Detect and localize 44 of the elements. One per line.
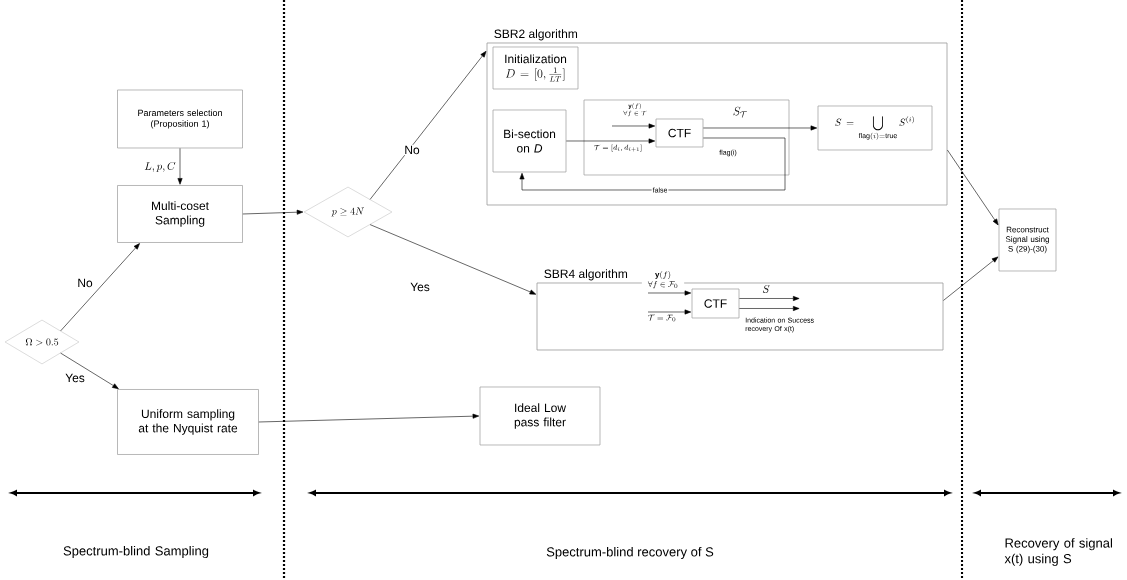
arrow — [566, 138, 656, 144]
arrow — [242, 209, 304, 215]
edge-label: Yes — [409, 281, 431, 293]
process-box: Reconstruct Signal using S (29)-(30) — [998, 208, 1057, 272]
process-box: Ideal Low pass filter — [479, 386, 601, 446]
process-box: CTF — [691, 288, 740, 319]
arrow — [60, 243, 140, 332]
arrow — [947, 149, 999, 226]
arrow — [258, 413, 480, 423]
arrow — [739, 296, 800, 301]
edge-label: $L, p, C$ — [143, 161, 177, 173]
section-label: Recovery of signal x(t) using S — [1004, 538, 1112, 566]
process-box: Parameters selection (Proposition 1) — [117, 89, 243, 149]
process-box: $S = \bigcup_{\mathrm{flag}(i)=\mathrm{true}} S^{(i)}$ — [817, 105, 933, 151]
edge-label: $\begin{array}{c}\mathbf{y}(f)\\ \forall f \in \mathcal{T}\end{array}$ — [617, 101, 653, 119]
process-box: Multi-coset Sampling — [117, 185, 243, 243]
edge-label: $S_{\mathcal{T}}$ — [731, 106, 749, 118]
arrow — [703, 125, 818, 131]
section-label: Spectrum-blind Sampling — [63, 545, 209, 559]
arrow — [739, 306, 800, 311]
process-box — [583, 99, 790, 176]
section-label: Spectrum-blind recovery of S — [546, 546, 714, 560]
arrow — [611, 123, 656, 129]
arrow — [177, 148, 183, 185]
edge-label: No — [403, 144, 421, 156]
edge-label: $S$ — [761, 284, 771, 294]
process-box: Bi-section on D — [492, 109, 567, 173]
process-box: Initialization $D = [0, \frac{1}{LT}]$ — [492, 46, 579, 90]
arrow — [369, 51, 487, 200]
arrow — [60, 352, 119, 389]
edge-label: Yes — [64, 372, 86, 384]
arrow — [943, 256, 999, 301]
edge-label: $\begin{array}{c}\mathbf{y}(f)\\ \forall f \in \mathcal{F}_0\end{array}$ — [641, 269, 685, 291]
edge-label: $\mathcal{T} = [d_i, d_{i+1}]$ — [592, 143, 644, 153]
edge-label: $\mathcal{T} = \mathcal{F}_0$ — [646, 313, 678, 323]
process-box: CTF — [655, 118, 704, 148]
node-label: SBR2 algorithm — [494, 29, 578, 41]
edge-label: No — [76, 277, 94, 289]
process-box: Uniform sampling at the Nyquist rate — [117, 389, 259, 455]
arrow — [519, 137, 786, 191]
arrow — [647, 290, 692, 296]
arrow — [369, 224, 537, 295]
arrow — [647, 309, 692, 315]
node-label: SBR4 algorithm — [544, 269, 628, 281]
